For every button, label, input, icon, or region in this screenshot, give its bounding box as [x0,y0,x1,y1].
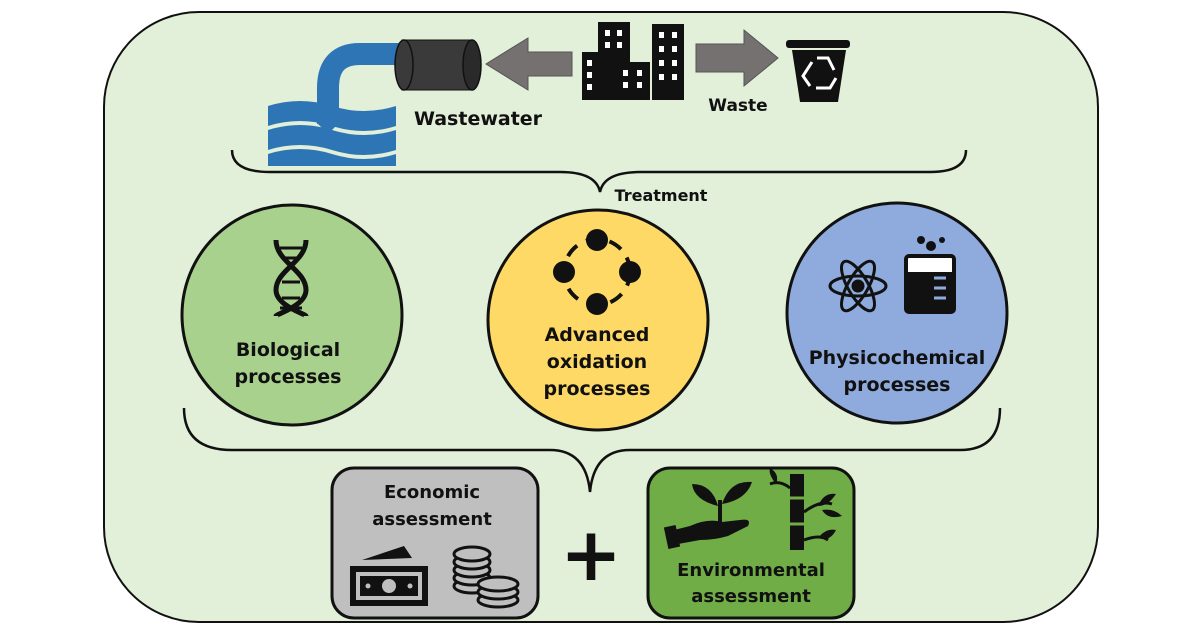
treatment-label: Treatment [615,186,708,205]
biological-label-1: Biological [236,339,340,361]
hand-plant-icon [663,481,752,550]
physicochemical-label-2: processes [844,374,951,396]
beaker-icon [904,236,956,314]
recycle-bin-icon [786,40,850,102]
physicochemical-label-1: Physicochemical [809,347,986,369]
circular-cycle-icon [553,229,641,315]
coins-icon [452,545,520,609]
dna-icon [273,239,309,319]
biological-circle [180,203,404,427]
advanced-oxidation-label-1: Advanced [545,324,650,346]
plus-sign: + [560,512,622,598]
environmental-label-1: Environmental [677,560,825,581]
banknote-icon [350,546,428,606]
economic-label-1: Economic [384,482,480,503]
arrow-to-wastewater [485,37,573,91]
top-brace [230,149,968,193]
advanced-oxidation-circle [486,208,710,432]
environmental-label-2: assessment [691,586,811,607]
bottom-brace [182,407,1002,493]
biological-label-2: processes [235,366,342,388]
advanced-oxidation-label-2: oxidation [547,351,647,373]
wastewater-label: Wastewater [414,108,543,130]
economic-label-2: assessment [372,509,492,530]
pipe-icon [316,39,482,134]
advanced-oxidation-label-3: processes [544,378,651,400]
waste-label: Waste [708,96,767,116]
city-buildings-icon [582,22,684,100]
atom-icon [828,259,888,313]
arrow-to-waste [695,28,779,88]
bamboo-icon [769,468,842,550]
